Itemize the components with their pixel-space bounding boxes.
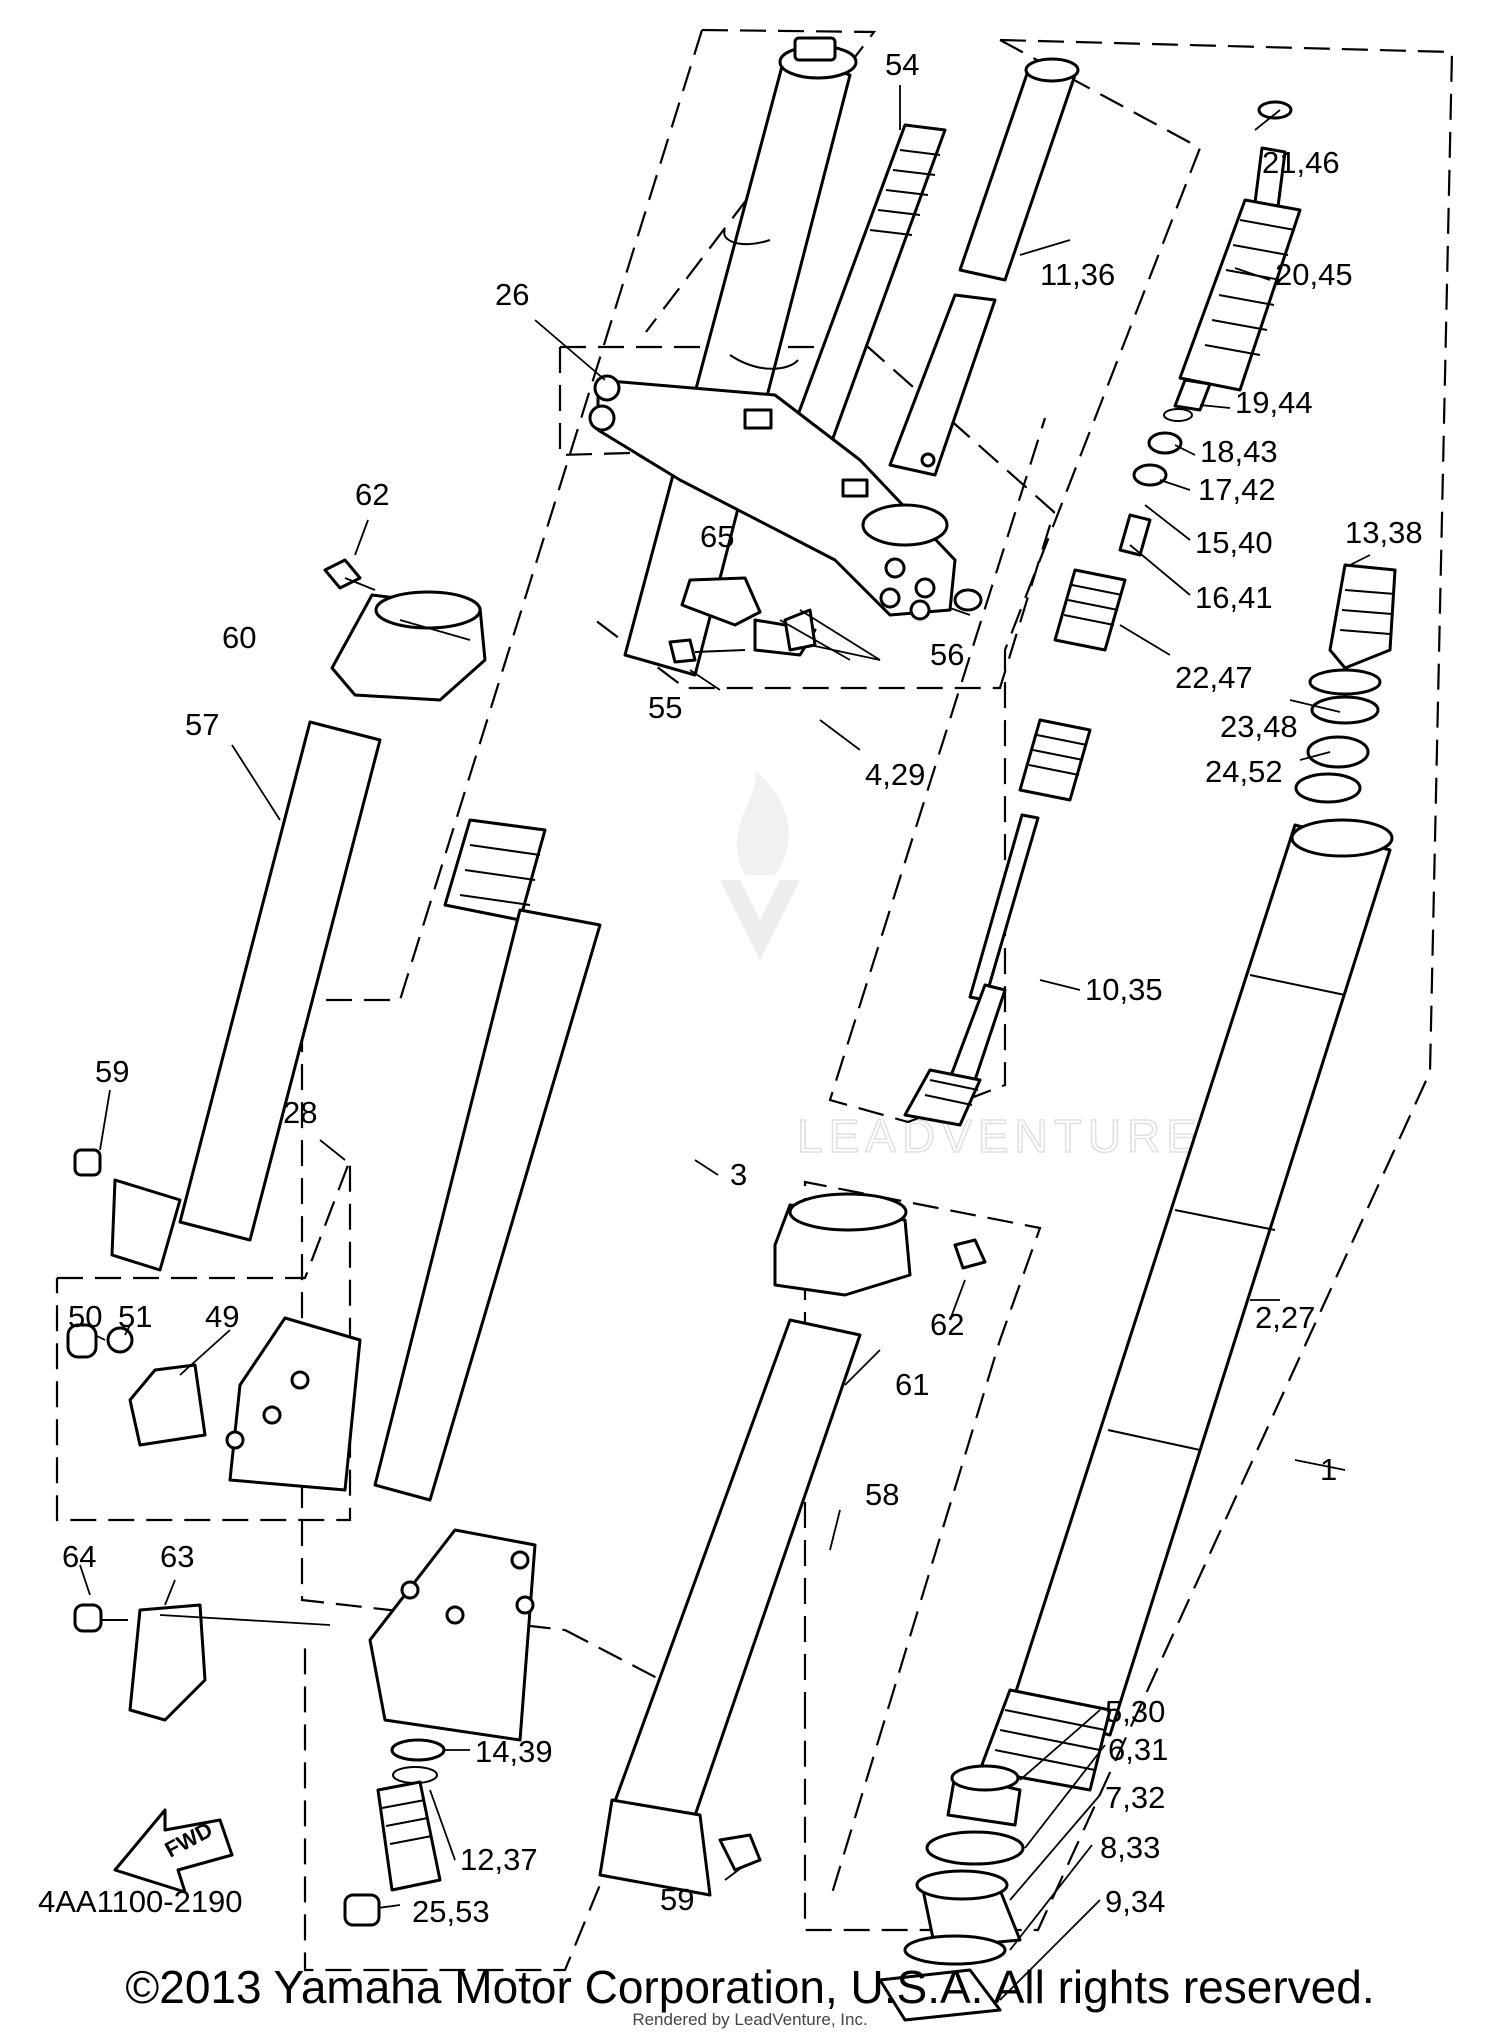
callout-20-45: 20,45 [1275,257,1353,292]
callout-19-44: 19,44 [1235,385,1313,420]
callout-54: 54 [885,47,919,82]
watermark-text: LEADVENTURE [797,1110,1203,1162]
diagram-code: 4AA1100-2190 [38,1884,243,1919]
copyright-notice: ©2013 Yamaha Motor Corporation, U.S.A. A… [125,1961,1375,2013]
callout-62-right: 62 [930,1307,964,1342]
callout-7-32: 7,32 [1105,1780,1165,1815]
callout-17-42: 17,42 [1198,472,1276,507]
center-bottom-parts [343,1192,987,1927]
callout-3: 3 [730,1157,747,1192]
callout-6-31: 6,31 [1108,1732,1168,1767]
callout-14-39: 14,39 [475,1734,553,1769]
callout-50: 50 [68,1299,102,1334]
callout-61: 61 [895,1367,929,1402]
callout-2-27: 2,27 [1255,1300,1315,1335]
callout-4-29: 4,29 [865,757,925,792]
callout-23-48: 23,48 [1220,709,1298,744]
callout-63: 63 [160,1539,194,1574]
callout-58: 58 [865,1477,899,1512]
upper-bracket [588,374,957,621]
callout-5-30: 5,30 [1105,1694,1165,1729]
rendered-by-notice: Rendered by LeadVenture, Inc. [632,2010,868,2029]
callout-55: 55 [648,690,682,725]
callout-60: 60 [222,620,256,655]
callout-21-46: 21,46 [1262,145,1340,180]
bracket-65 [668,576,983,664]
callout-12-37: 12,37 [460,1842,538,1877]
callout-26: 26 [495,277,529,312]
callout-56: 56 [930,637,964,672]
callout-1: 1 [1320,1452,1337,1487]
damper-rod-group [903,100,1302,1127]
callout-16-41: 16,41 [1195,580,1273,615]
callout-15-40: 15,40 [1195,525,1273,560]
callout-10-35: 10,35 [1085,972,1163,1007]
callout-11-36: 11,36 [1040,257,1115,292]
callout-labels: 1 2,27 3 4,29 5,30 6,31 7,32 8,33 9,34 1… [38,47,1423,1929]
callout-18-43: 18,43 [1200,434,1278,469]
callout-59-bottom: 59 [660,1882,694,1917]
callout-25-53: 25,53 [412,1894,490,1929]
callout-9-34: 9,34 [1105,1884,1165,1919]
damper-tube [888,57,1080,477]
callout-22-47: 22,47 [1175,660,1253,695]
callout-51: 51 [118,1299,152,1334]
fwd-arrow: FWD [113,1808,234,1894]
right-inner-tube [978,818,1394,1792]
leadventure-watermark: LEADVENTURE [720,770,1203,1163]
callout-59-left: 59 [95,1054,129,1089]
callout-8-33: 8,33 [1100,1830,1160,1865]
outer-tube-left [368,36,858,1742]
callout-13-38: 13,38 [1345,515,1423,550]
callout-65: 65 [700,519,734,554]
left-small-parts [66,558,487,1722]
right-seal-stack [878,563,1397,2022]
callout-62-top: 62 [355,477,389,512]
callout-57: 57 [185,707,219,742]
leader-lines [79,85,1371,2001]
callout-24-52: 24,52 [1205,754,1283,789]
callout-64: 64 [62,1539,96,1574]
callout-28: 28 [283,1095,317,1130]
callout-49: 49 [205,1299,239,1334]
